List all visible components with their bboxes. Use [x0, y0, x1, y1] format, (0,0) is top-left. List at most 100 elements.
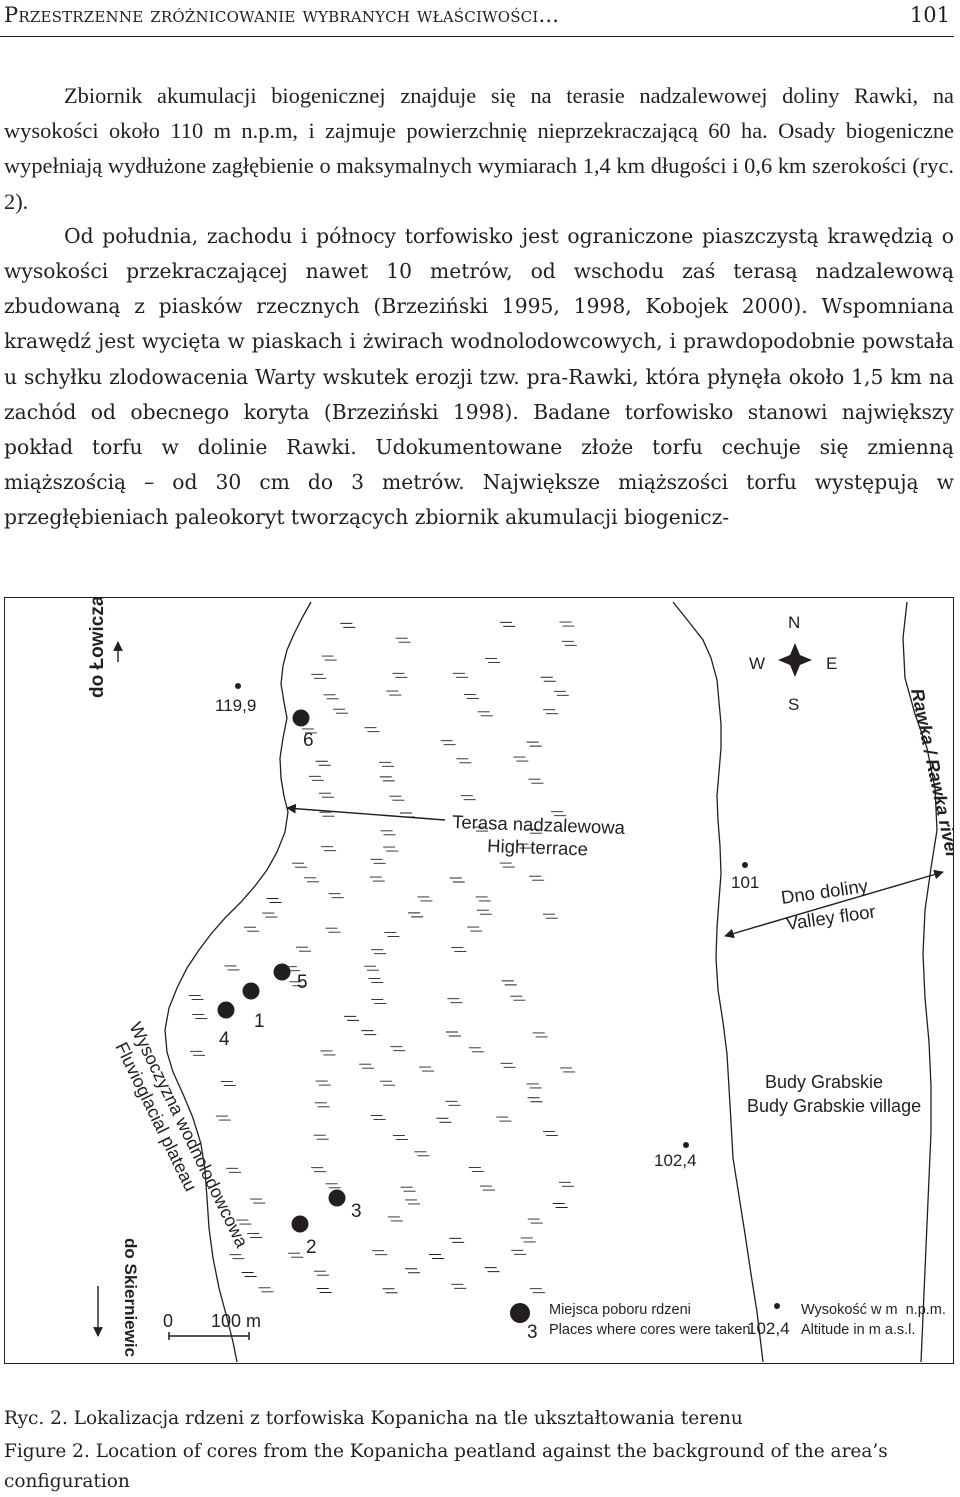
marsh-symbol: [527, 828, 543, 834]
marsh-symbol: [532, 1032, 548, 1038]
marsh-symbol: [390, 1046, 406, 1052]
marsh-symbol: [215, 1115, 231, 1121]
map-legend: 3 Miejsca poboru rdzeni Places where cor…: [510, 1302, 946, 1343]
marsh-symbol: [404, 1199, 420, 1205]
marsh-symbol: [449, 1237, 465, 1243]
peatland-boundary-west: [164, 601, 312, 1363]
marsh-symbol: [405, 1268, 421, 1274]
legend-core-symbol-label: 3: [527, 1322, 538, 1343]
marsh-symbol: [325, 927, 341, 933]
marsh-symbol: [559, 621, 575, 627]
terrace-boundary-east: [672, 601, 764, 1363]
compass-south: S: [788, 695, 799, 714]
marsh-symbol: [311, 1167, 327, 1173]
marsh-symbol: [383, 846, 399, 852]
marsh-symbol: [500, 1062, 516, 1068]
marsh-symbol: [456, 758, 472, 764]
marsh-symbol: [244, 926, 260, 932]
marsh-symbol: [467, 926, 483, 932]
core-label-2: 2: [306, 1237, 317, 1258]
marsh-symbol: [451, 1283, 467, 1289]
legend-elevation-symbol: [774, 1303, 780, 1309]
marsh-symbol: [304, 877, 320, 883]
marsh-symbol: [447, 998, 463, 1004]
marsh-symbol: [400, 1186, 416, 1192]
marsh-symbol: [188, 995, 204, 1001]
road-label-skierniewice: do Skierniewic: [121, 1238, 140, 1357]
road-label-lowicz: do Łowicza: [87, 598, 108, 698]
scale-label-end: 100 m: [211, 1311, 261, 1331]
running-header: Przestrzenne zróżnicowanie wybranych wła…: [0, 0, 954, 37]
scale-label-zero: 0: [163, 1311, 173, 1331]
marsh-symbol: [372, 1250, 388, 1256]
marsh-symbol: [551, 811, 567, 817]
marsh-symbol: [292, 862, 308, 868]
core-3: 3: [328, 1189, 362, 1222]
marsh-symbol: [468, 1047, 484, 1053]
legend-elevation-symbol-label: 102,4: [747, 1319, 790, 1338]
marsh-symbol: [476, 909, 492, 915]
elevation-point-102-4: [683, 1142, 689, 1148]
marsh-symbol: [250, 1198, 266, 1204]
plateau-label-pl: Wysoczyzna wodnolodowcowa: [125, 1019, 252, 1252]
marsh-symbol: [485, 658, 501, 664]
marsh-symbol: [266, 898, 282, 903]
marsh-symbol: [526, 1083, 542, 1089]
figure-caption-en: Figure 2. Location of cores from the Kop…: [4, 1441, 888, 1492]
valley-floor-arrow: [724, 869, 944, 939]
marsh-symbol: [429, 1254, 445, 1259]
core-label-4: 4: [219, 1029, 230, 1050]
marsh-symbol: [500, 621, 516, 627]
marsh-symbol: [529, 1288, 545, 1294]
core-5: 5: [273, 963, 308, 993]
site-map: do Łowicza do Skierniewic 119,9 101 102,…: [87, 598, 953, 1363]
elevation-point-101: [742, 862, 748, 868]
marsh-symbol: [511, 1249, 527, 1255]
compass-east: E: [826, 654, 837, 673]
marsh-symbol: [301, 728, 317, 734]
marsh-symbol: [501, 980, 517, 986]
elevation-label-102-4: 102,4: [654, 1151, 697, 1170]
elevation-point-119-9: [235, 683, 241, 689]
figure-caption-pl: Ryc. 2. Lokalizacja rdzeni z torfowiska …: [4, 1408, 743, 1429]
marsh-symbol: [321, 655, 337, 661]
compass-north: N: [788, 613, 800, 632]
marsh-symbol: [361, 1030, 377, 1036]
marsh-symbol: [445, 1100, 461, 1106]
marsh-symbol: [236, 1219, 252, 1225]
core-1: 1: [242, 982, 265, 1032]
elevation-label-101: 101: [731, 873, 759, 892]
core-label-6: 6: [303, 730, 314, 751]
marsh-symbol: [320, 1050, 336, 1056]
legend-core-pl: Miejsca poboru rdzeni: [549, 1302, 691, 1318]
compass-west: W: [749, 654, 765, 673]
marsh-symbol: [419, 1066, 435, 1072]
paragraph-2: Od południa, zachodu i północy torfowisk…: [4, 223, 954, 530]
marsh-symbol: [543, 1131, 559, 1137]
marsh-symbol: [527, 1218, 543, 1224]
marsh-symbol: [529, 875, 545, 881]
marsh-symbol: [247, 1232, 263, 1238]
marsh-symbol: [359, 1063, 375, 1069]
marsh-symbol: [552, 1203, 568, 1208]
marsh-symbol: [496, 1116, 512, 1122]
marsh-symbol: [395, 637, 411, 643]
marsh-symbol: [526, 741, 542, 747]
core-6: 6: [292, 709, 314, 751]
marsh-symbol: [540, 676, 556, 682]
marsh-symbol: [224, 965, 240, 971]
river-bank: [902, 601, 938, 1363]
marsh-symbol: [321, 846, 337, 852]
marsh-symbol: [520, 1237, 536, 1243]
marsh-symbol: [379, 761, 395, 767]
marsh-symbol: [380, 1080, 396, 1086]
high-terrace-label-pl: Terasa nadzalewowa: [452, 811, 626, 838]
marsh-symbol: [436, 1117, 452, 1123]
marsh-symbol: [344, 1015, 360, 1021]
marsh-symbol: [368, 977, 384, 983]
marsh-symbol: [387, 1216, 403, 1222]
marsh-symbol: [190, 1050, 206, 1056]
marsh-symbol: [226, 1167, 242, 1173]
page-number: 101: [909, 3, 950, 27]
marsh-symbol: [452, 672, 468, 678]
